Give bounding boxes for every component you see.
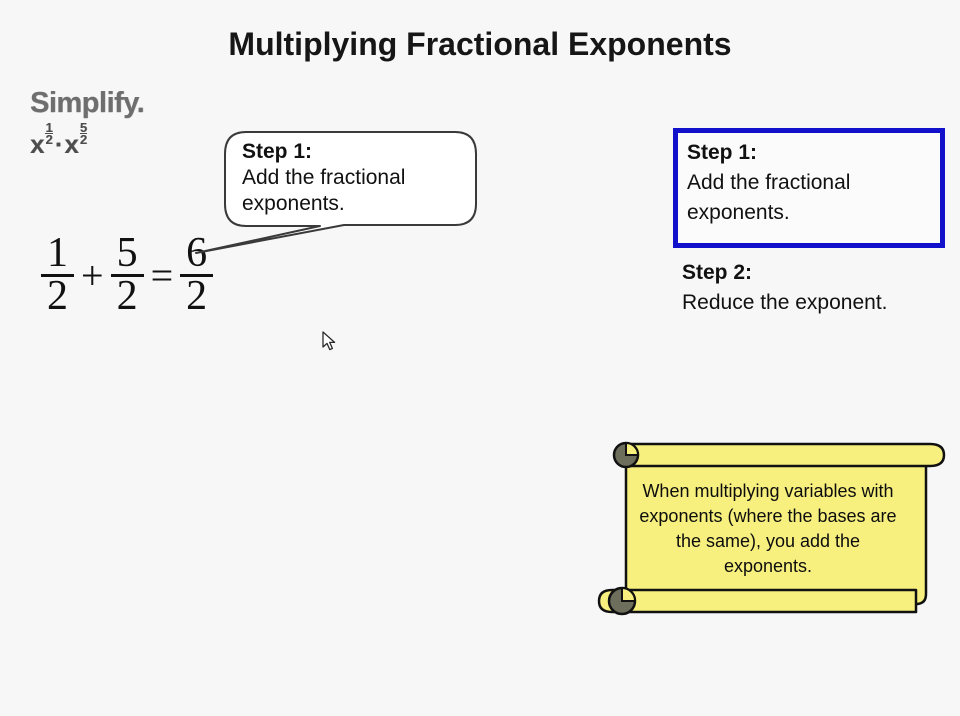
arrow-pointer-icon <box>322 331 336 351</box>
step2-text: Step 2: Reduce the exponent. <box>682 258 942 318</box>
step1-text: Step 1: Add the fractional exponents. <box>687 138 937 228</box>
exponent-right-denominator: 2 <box>79 132 88 147</box>
multiply-dot: · <box>54 129 64 159</box>
exponent-left-numerator: 1 <box>45 120 53 135</box>
callout-body: Add the fractional exponents. <box>242 166 406 215</box>
scroll-note-shape <box>597 441 946 616</box>
term2-numerator: 5 <box>116 230 138 276</box>
term1-numerator: 1 <box>47 230 68 276</box>
equation-term-1: 1 2 <box>41 230 74 317</box>
result-denominator: 2 <box>180 273 214 317</box>
mouse-cursor <box>322 331 338 353</box>
callout-text: Step 1: Add the fractional exponents. <box>242 139 470 217</box>
term1-denominator: 2 <box>41 273 74 317</box>
base-right: x <box>64 129 79 159</box>
scroll-note: When multiplying variables with exponent… <box>596 434 948 620</box>
equation-term-2: 5 2 <box>110 230 144 317</box>
exponent-right-numerator: 5 <box>79 120 88 135</box>
result-numerator: 6 <box>186 230 208 276</box>
base-left: x <box>30 129 45 159</box>
equals-operator: = <box>150 252 174 298</box>
page-title: Multiplying Fractional Exponents <box>228 26 732 62</box>
term2-denominator: 2 <box>110 273 144 317</box>
step1-heading: Step 1: <box>687 141 758 164</box>
callout-balloon-shape <box>195 131 477 254</box>
scroll-note-text: When multiplying variables with exponent… <box>639 481 897 576</box>
exponent-left-denominator: 2 <box>45 132 53 147</box>
step1-body: Add the fractional exponents. <box>687 171 851 224</box>
plus-operator: + <box>81 252 104 298</box>
fraction-equation: 1 2 + 5 2 = 6 2 <box>38 230 216 317</box>
callout-heading: Step 1: <box>242 140 313 163</box>
equation-result: 6 2 <box>180 230 214 317</box>
callout-speech-balloon: Step 1: Add the fractional exponents. <box>195 131 477 254</box>
step1-highlight-box: Step 1: Add the fractional exponents. <box>673 128 945 248</box>
simplify-label: Simplify. <box>30 87 145 119</box>
step2-heading: Step 2: <box>682 261 753 284</box>
step2-body: Reduce the exponent. <box>682 291 888 314</box>
